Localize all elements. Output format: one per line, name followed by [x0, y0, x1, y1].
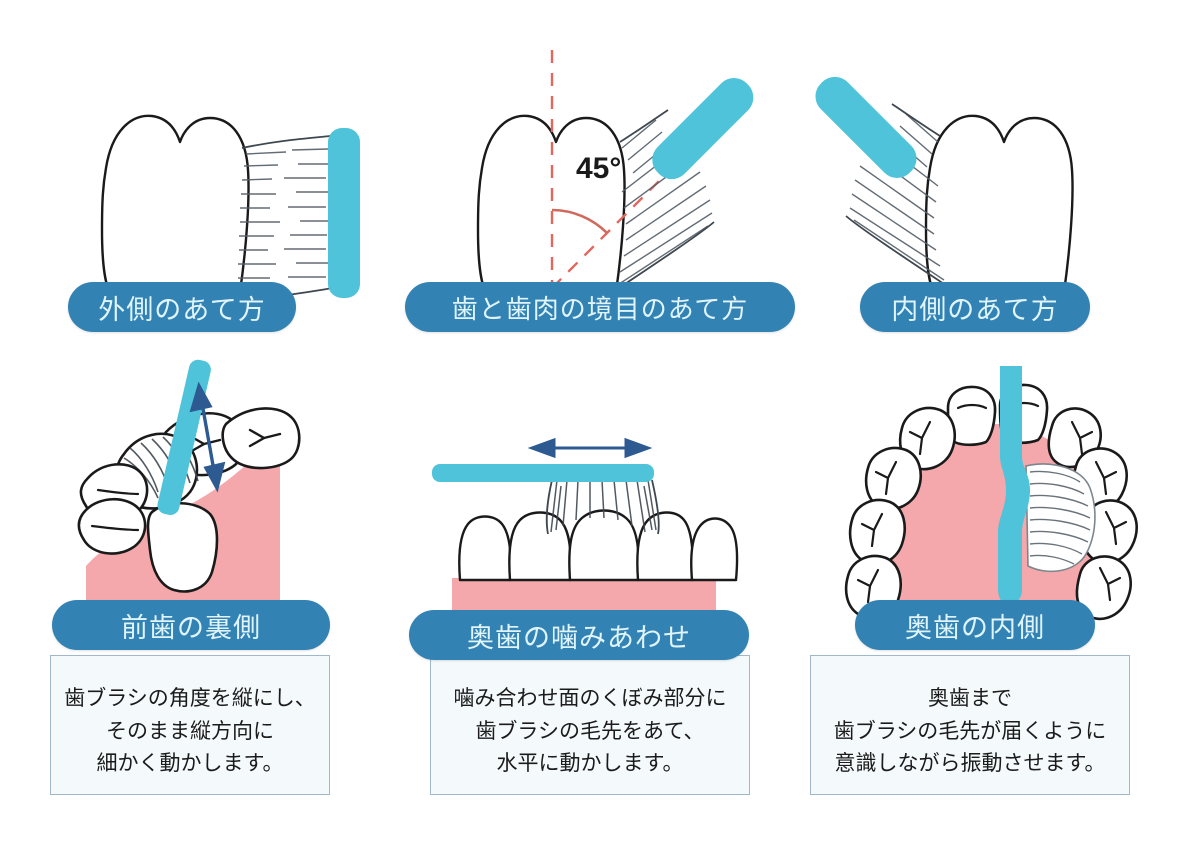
panel-label-gum-line[interactable]: 歯と歯肉の境目のあて方 — [405, 282, 795, 332]
horizontal-double-arrow — [527, 437, 653, 459]
panel-label-molar-inner[interactable]: 奥歯の内側 — [855, 600, 1095, 650]
panel-molar-occlusal: 奥歯の噛みあわせ — [400, 430, 770, 660]
brush-handle — [998, 366, 1030, 605]
panel-label-text: 奥歯の内側 — [905, 612, 1045, 643]
bristle-strokes — [550, 479, 657, 533]
vertical-double-arrow — [189, 381, 226, 493]
angle-arc — [551, 208, 608, 234]
panel-label-text: 外側のあて方 — [98, 294, 266, 325]
panel-label-text: 前歯の裏側 — [121, 612, 261, 643]
panel-outer-surface: 外側のあて方 — [40, 70, 380, 332]
panel-label-text: 奥歯の噛みあわせ — [467, 622, 691, 653]
bristle-envelope — [845, 103, 948, 287]
brush-head — [652, 78, 754, 180]
illustration-front-teeth-vertical-brush — [77, 359, 301, 630]
panel-label-front-teeth-back[interactable]: 前歯の裏側 — [52, 600, 330, 650]
illustration-upper-arch-with-brush — [844, 366, 1138, 621]
tooth-left-2 — [77, 497, 147, 555]
panel-inner-surface: 内側のあて方 — [810, 30, 1160, 332]
gum-shape — [452, 578, 716, 616]
bristle-strokes — [238, 148, 329, 279]
tooth-left-molar — [848, 498, 906, 566]
occlusal-grooves — [856, 401, 1128, 604]
brush-head — [432, 464, 654, 482]
panel-label-text: 歯と歯肉の境目のあて方 — [451, 293, 749, 324]
left-teeth-grooves — [90, 488, 140, 532]
description-card-molar-inner: 奥歯まで 歯ブラシの毛先が届くように 意識しながら振動させます。 — [810, 655, 1130, 795]
description-text: 歯ブラシの角度を縦にし、 そのまま縦方向に 細かく動かします。 — [64, 687, 316, 776]
tooth-incisor — [146, 501, 219, 593]
panel-front-teeth-back: 前歯の裏側 — [40, 350, 350, 650]
panel-label-inner-surface[interactable]: 内側のあて方 — [860, 282, 1090, 332]
angle-label: 45° — [576, 152, 621, 185]
tooth-molar-2 — [221, 407, 301, 470]
tooth-left-premolar — [864, 446, 922, 511]
description-card-molar-occlusal: 噛み合わせ面のくぼみ部分に 歯ブラシの毛先をあて、 水平に動かします。 — [430, 655, 750, 795]
bristle-strokes — [1029, 470, 1091, 565]
illustration-molars-with-flat-brush — [432, 437, 739, 616]
molar-row — [458, 509, 739, 582]
bristle-strokes — [849, 113, 945, 281]
panel-label-text: 内側のあて方 — [891, 294, 1059, 325]
panel-gum-line: 45° 歯と歯肉の境目のあて方 — [400, 20, 800, 332]
panel-label-molar-occlusal[interactable]: 奥歯の噛みあわせ — [409, 610, 749, 660]
bristle-envelope — [545, 479, 660, 535]
description-card-front-teeth-back: 歯ブラシの角度を縦にし、 そのまま縦方向に 細かく動かします。 — [50, 655, 330, 795]
panel-label-outer-surface[interactable]: 外側のあて方 — [68, 282, 296, 332]
description-text: 噛み合わせ面のくぼみ部分に 歯ブラシの毛先をあて、 水平に動かします。 — [453, 687, 727, 776]
brush-head — [328, 128, 360, 298]
brush-head — [815, 76, 917, 178]
panel-molar-inner: 奥歯の内側 — [790, 360, 1160, 650]
description-text: 奥歯まで 歯ブラシの毛先が届くように 意識しながら振動させます。 — [833, 687, 1107, 776]
